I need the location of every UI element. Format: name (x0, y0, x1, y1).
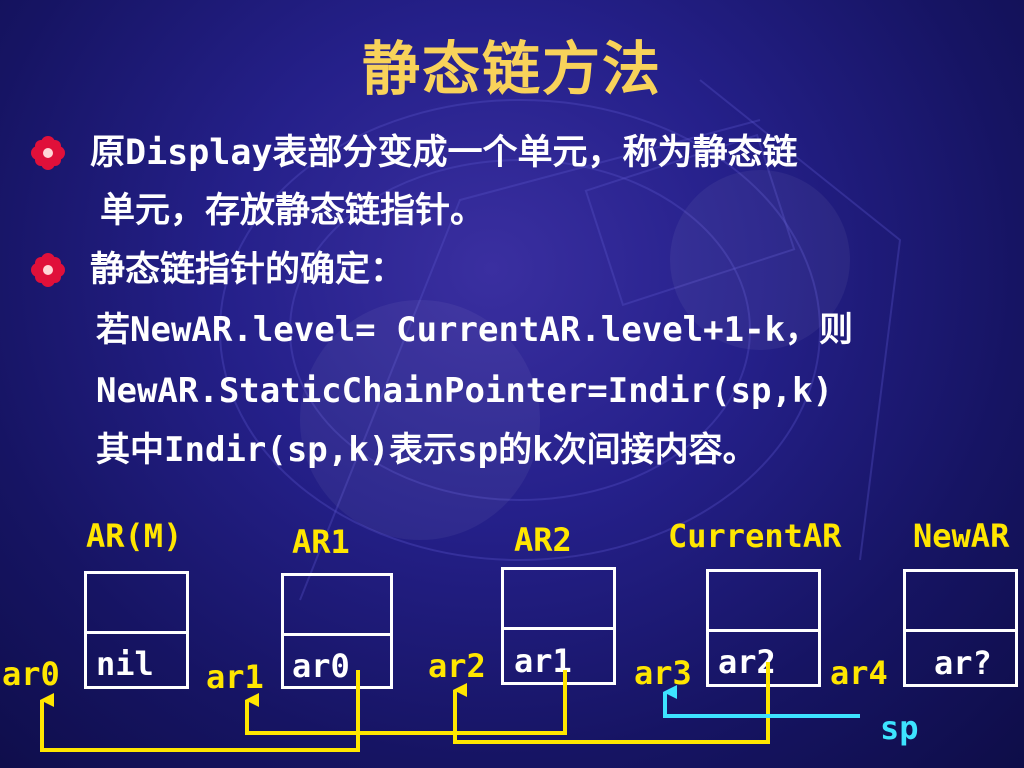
static-link-arrow-ar1 (40, 670, 360, 752)
record-box-newar (903, 569, 1018, 687)
sp-pointer-arrow (663, 685, 860, 718)
record-header-newar: NewAR (913, 517, 1010, 555)
address-label-ar3: ar3 (634, 654, 692, 692)
record-box-ar1 (281, 573, 393, 689)
record-box-arm (84, 571, 189, 689)
address-label-ar1: ar1 (206, 658, 264, 696)
sp-label: sp (880, 709, 919, 747)
bullet-2-line-2: 若NewAR.level= CurrentAR.level+1-k，则 (96, 310, 854, 350)
record-box-currentar (706, 569, 821, 687)
record-header-ar2: AR2 (514, 521, 572, 559)
record-header-ar1: AR1 (292, 523, 350, 561)
address-label-ar0: ar0 (2, 655, 60, 693)
bullet-1-line-2: 单元，存放静态链指针。 (100, 191, 486, 231)
cell-content-arm: nil (96, 645, 154, 683)
address-label-ar4: ar4 (830, 654, 888, 692)
address-label-ar2: ar2 (428, 647, 486, 685)
cell-content-ar2: ar1 (514, 642, 572, 680)
flower-bullet-icon (31, 253, 65, 287)
slide-title: 静态链方法 (361, 35, 662, 103)
cell-content-newar: ar? (934, 644, 992, 682)
static-link-arrow-ar2 (245, 670, 567, 735)
record-box-ar2 (501, 567, 616, 685)
record-header-currentar: CurrentAR (668, 517, 842, 555)
static-link-arrow-currentar (453, 662, 770, 744)
bullet-2-line-3: NewAR.StaticChainPointer=Indir(sp,k) (96, 371, 833, 411)
bullet-2-line-4: 其中Indir(sp,k)表示sp的k次间接内容。 (96, 430, 757, 470)
bullet-2-line-1: 静态链指针的确定： (90, 250, 406, 290)
bullet-1-line-1: 原Display表部分变成一个单元，称为静态链 (90, 133, 798, 173)
flower-bullet-icon (31, 136, 65, 170)
record-header-arm: AR(M) (86, 517, 183, 555)
cell-content-ar1: ar0 (292, 647, 350, 685)
